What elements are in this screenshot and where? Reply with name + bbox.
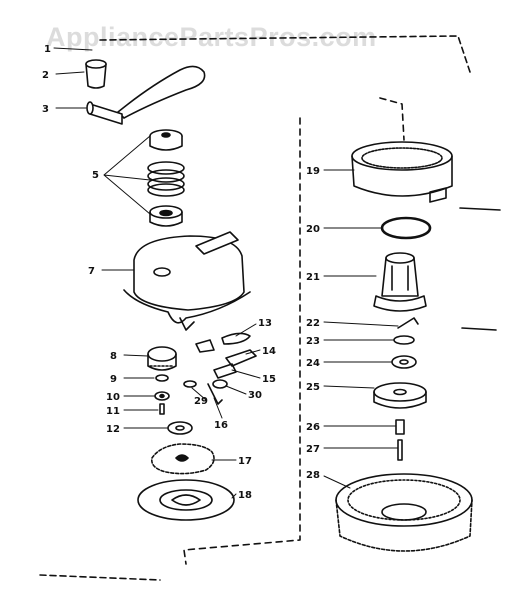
callout-13: 13 — [258, 318, 272, 329]
ratchet-24 — [391, 355, 417, 369]
callout-18: 18 — [238, 490, 252, 501]
callout-3: 3 — [42, 104, 49, 115]
callout-9: 9 — [110, 374, 117, 385]
link-16 — [207, 383, 223, 405]
spring-clip-13 — [221, 332, 251, 345]
friction-plate — [150, 443, 215, 475]
callout-24: 24 — [306, 358, 320, 369]
callout-16: 16 — [214, 420, 228, 431]
right-edge-line-2 — [461, 327, 497, 331]
spring-wire-22 — [397, 317, 419, 329]
nut-10-hole — [159, 393, 165, 399]
callout-25: 25 — [306, 382, 320, 393]
callout-23: 23 — [306, 336, 320, 347]
callout-7: 7 — [88, 266, 95, 277]
spring-retainer — [149, 205, 183, 227]
ring-gear — [351, 141, 453, 203]
callout-30: 30 — [248, 390, 262, 401]
clutch-drum — [335, 473, 473, 552]
center-dashed-line — [183, 117, 301, 565]
callout-26: 26 — [306, 422, 320, 433]
callout-22: 22 — [306, 318, 320, 329]
right-dashed-line — [379, 97, 405, 141]
handle-knob — [85, 59, 107, 89]
o-ring — [380, 216, 432, 240]
right-edge-line — [459, 207, 501, 211]
callout-5: 5 — [92, 170, 99, 181]
starter-spring — [147, 161, 185, 197]
callout-8: 8 — [110, 351, 117, 362]
callout-10: 10 — [106, 392, 120, 403]
washer-10 — [154, 391, 170, 401]
callout-20: 20 — [306, 224, 320, 235]
pawl-14 — [225, 349, 257, 367]
callout-14: 14 — [262, 346, 276, 357]
callout-17: 17 — [238, 456, 252, 467]
top-border-line — [99, 35, 471, 73]
callout-21: 21 — [306, 272, 320, 283]
callout-11: 11 — [106, 406, 120, 417]
washer-12 — [167, 421, 193, 435]
pin-27 — [397, 439, 403, 461]
bottom-dashed-line — [39, 574, 161, 581]
washer-29 — [183, 380, 197, 388]
crank-handle — [86, 65, 206, 125]
starter-hub — [373, 252, 427, 312]
screw-11 — [159, 403, 165, 415]
callout-19: 19 — [306, 166, 320, 177]
starter-housing — [123, 231, 251, 331]
callout-1: 1 — [44, 44, 51, 55]
bolt-26 — [395, 419, 405, 435]
washer-30 — [212, 379, 228, 389]
callout-29: 29 — [194, 396, 208, 407]
pulley-disc — [137, 479, 235, 521]
starter-cap — [149, 129, 183, 151]
drive-gear — [147, 346, 177, 371]
pulley-25 — [373, 382, 427, 409]
callout-2: 2 — [42, 70, 49, 81]
clip-upper — [195, 339, 215, 353]
callout-12: 12 — [106, 424, 120, 435]
washer-9 — [155, 374, 169, 382]
lever-15 — [213, 363, 237, 379]
callout-15: 15 — [262, 374, 276, 385]
callout-27: 27 — [306, 444, 320, 455]
washer-23 — [393, 335, 415, 345]
callout-28: 28 — [306, 470, 320, 481]
